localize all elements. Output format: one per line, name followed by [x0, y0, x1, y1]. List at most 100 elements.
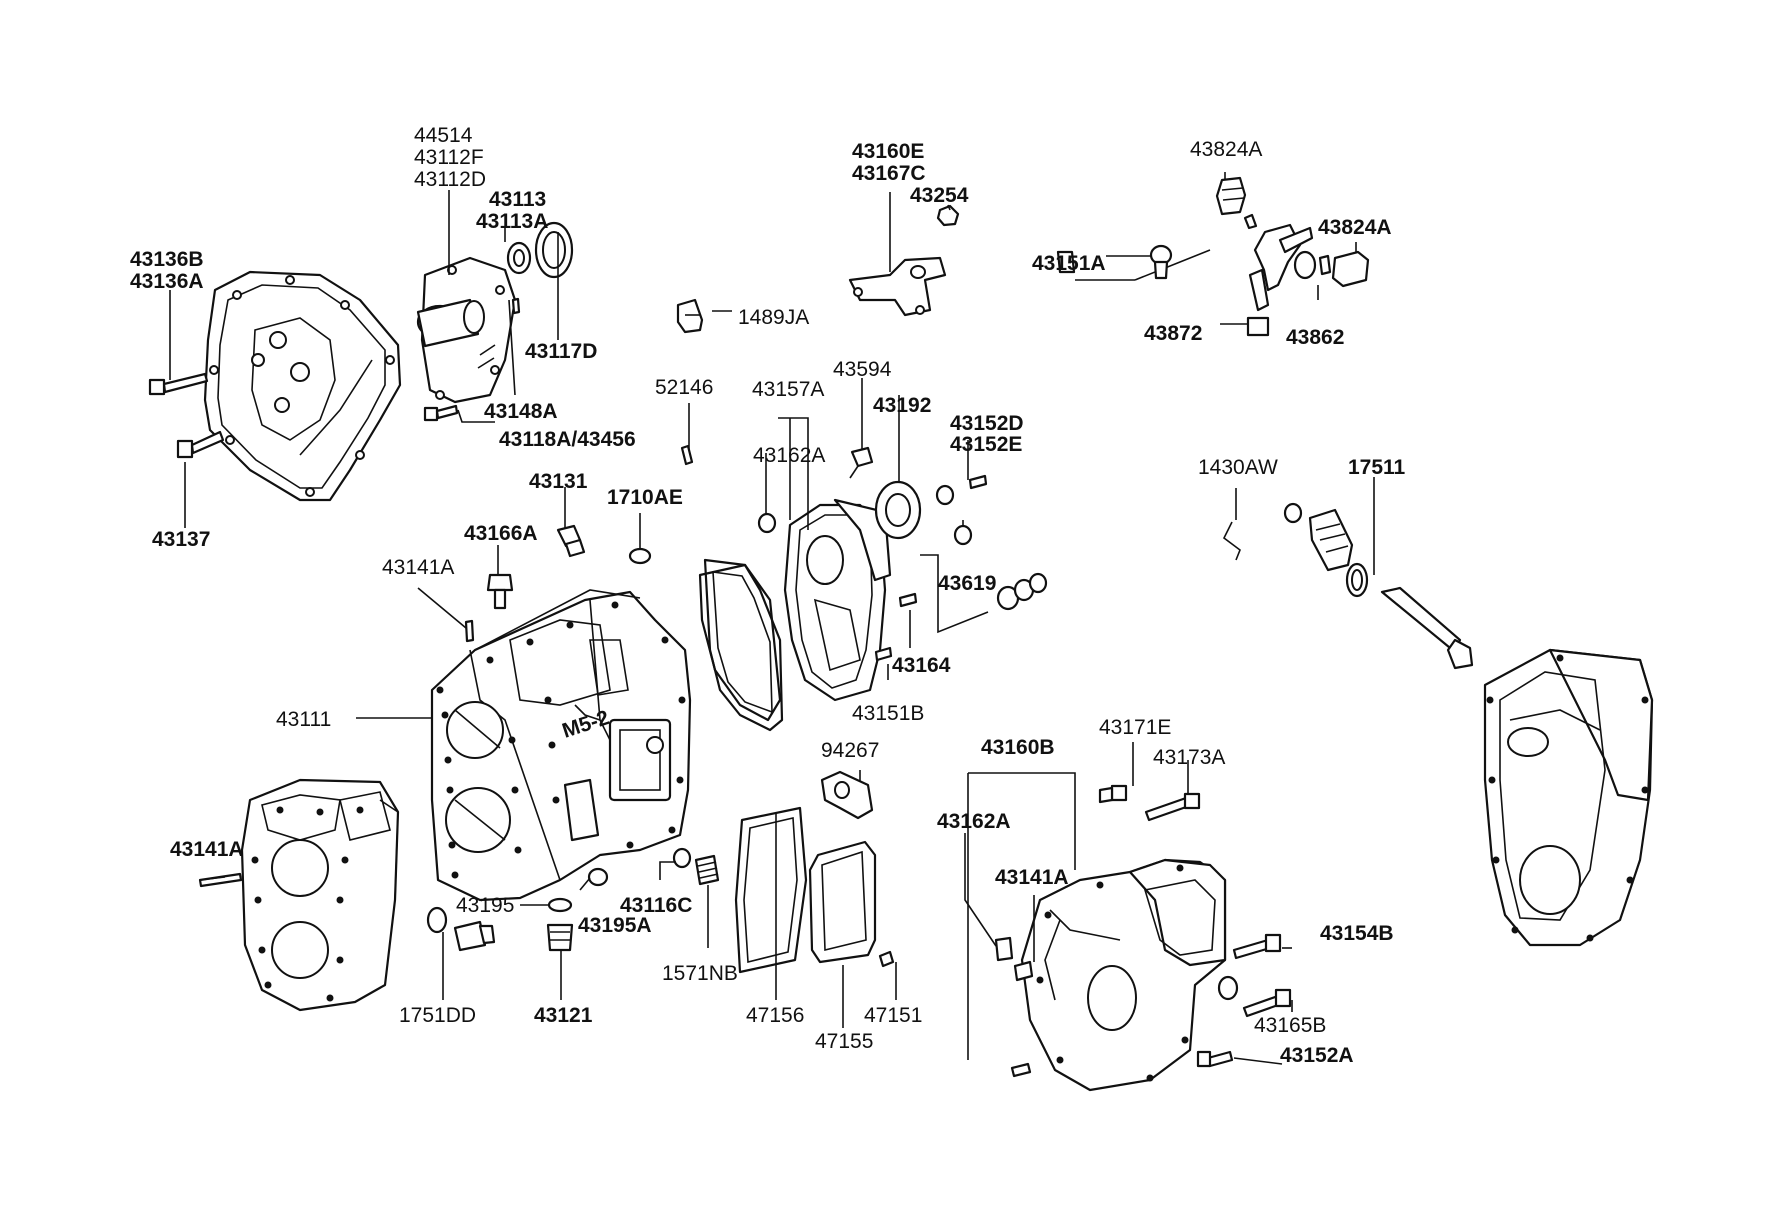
label-43141a-left: 43141A	[170, 838, 244, 861]
label-43173a: 43173A	[1153, 746, 1225, 769]
label-1430aw: 1430AW	[1198, 456, 1278, 479]
nut-set	[996, 572, 1048, 611]
label-43151b: 43151B	[852, 702, 924, 725]
label-43131: 43131	[529, 470, 588, 493]
pin-43141a-right	[1013, 960, 1034, 982]
extension-housing	[1020, 858, 1227, 1092]
label-43872: 43872	[1144, 322, 1202, 345]
label-52146: 52146	[655, 376, 713, 399]
nut-43254	[936, 204, 960, 227]
gasket-47156	[734, 806, 808, 974]
label-43165b: 43165B	[1254, 1014, 1326, 1037]
bolt-43594	[849, 446, 874, 479]
ring-43195a	[587, 867, 609, 887]
bolt-43151a	[1149, 244, 1173, 280]
pin-43164	[898, 592, 918, 608]
label-1571nb: 1571NB	[662, 962, 738, 985]
label-43112f: 43112F	[414, 146, 484, 169]
label-43164: 43164	[892, 654, 951, 677]
pin-43148a	[511, 297, 521, 315]
nut-43162a-top	[757, 512, 777, 534]
pin-1430aw	[1222, 521, 1241, 561]
gasket-large	[698, 563, 782, 722]
part-labels: 44514 43112F 43112D 43113 43113A 43136B …	[130, 124, 1406, 1067]
label-1710ae: 1710AE	[607, 486, 683, 509]
label-43195: 43195	[456, 894, 514, 917]
label-43113: 43113	[489, 188, 546, 211]
label-47155: 47155	[815, 1030, 873, 1053]
label-94267: 94267	[821, 739, 879, 762]
label-43141a-top: 43141A	[382, 556, 454, 579]
leader-lines	[169, 172, 1375, 1065]
plug-1710ae	[628, 547, 652, 565]
bearing-43192	[874, 480, 922, 540]
washer-43195	[547, 897, 573, 913]
label-43152d: 43152D	[950, 412, 1024, 435]
label-43157a: 43157A	[752, 378, 824, 401]
washer-43165b	[1217, 975, 1239, 1001]
label-43137: 43137	[152, 528, 210, 551]
label-43160e: 43160E	[852, 140, 924, 163]
clip-1489ja	[676, 298, 704, 334]
bolt-43165b	[1242, 988, 1292, 1018]
label-17511: 17511	[1348, 456, 1406, 479]
label-1751dd: 1751DD	[399, 1004, 476, 1027]
plug-1751dd	[426, 906, 496, 952]
label-43121: 43121	[534, 1004, 593, 1027]
bolt-43137	[176, 430, 225, 459]
label-43151a: 43151A	[1032, 252, 1106, 275]
pin-52146	[680, 444, 694, 466]
bolt-43154b	[1232, 933, 1282, 960]
bracket-43160e	[848, 256, 947, 317]
cover-47155	[808, 840, 877, 964]
label-43160b: 43160B	[981, 736, 1055, 759]
label-43113a: 43113A	[476, 210, 548, 233]
bearing-retainer	[416, 256, 517, 404]
label-43171e: 43171E	[1099, 716, 1171, 739]
label-43136b: 43136B	[130, 248, 204, 271]
pin-43141a-left	[198, 872, 243, 888]
label-43152e: 43152E	[950, 433, 1022, 456]
label-43148a: 43148A	[484, 400, 558, 423]
bolt-43173a	[1144, 792, 1201, 822]
label-43154b: 43154B	[1320, 922, 1394, 945]
rear-cover	[1483, 648, 1654, 947]
bolt-43118a	[423, 404, 459, 422]
bolt-43166a	[486, 573, 514, 610]
label-44514: 44514	[414, 124, 473, 147]
label-43619: 43619	[938, 572, 996, 595]
label-43118a-43456: 43118A/43456	[499, 428, 636, 451]
label-43111: 43111	[276, 708, 331, 731]
ring-43619	[953, 524, 973, 546]
label-47151: 47151	[864, 1004, 922, 1027]
transmission-case: M5-2	[430, 589, 692, 902]
label-43594: 43594	[833, 358, 892, 381]
seal-43117d	[534, 221, 574, 279]
plug-43121	[546, 923, 574, 952]
bolt-43136	[148, 372, 209, 396]
bolt-43171e	[1098, 784, 1128, 804]
nut-43152d	[935, 474, 988, 506]
pin-43151b	[874, 646, 893, 662]
pin-43141a-top	[464, 619, 475, 643]
switch-43131	[556, 524, 586, 558]
label-43824a-right: 43824A	[1318, 216, 1392, 239]
speedometer-gear	[1283, 502, 1474, 670]
seal-43113	[506, 241, 532, 275]
spring-1571nb	[694, 854, 720, 886]
label-1489ja: 1489JA	[738, 306, 809, 329]
ring-43116c	[672, 847, 692, 869]
label-43162a-top: 43162A	[753, 444, 825, 467]
label-43141a-right: 43141A	[995, 866, 1069, 889]
nut-43162a-bottom	[994, 936, 1014, 962]
clip-94267	[820, 770, 874, 820]
label-43112d: 43112D	[414, 168, 486, 191]
label-43254: 43254	[910, 184, 969, 207]
adapter-plate	[240, 778, 400, 1012]
intermediate-cover	[783, 498, 892, 702]
label-43192: 43192	[873, 394, 931, 417]
label-43166a: 43166A	[464, 522, 538, 545]
label-43136a: 43136A	[130, 270, 204, 293]
label-47156: 47156	[746, 1004, 804, 1027]
